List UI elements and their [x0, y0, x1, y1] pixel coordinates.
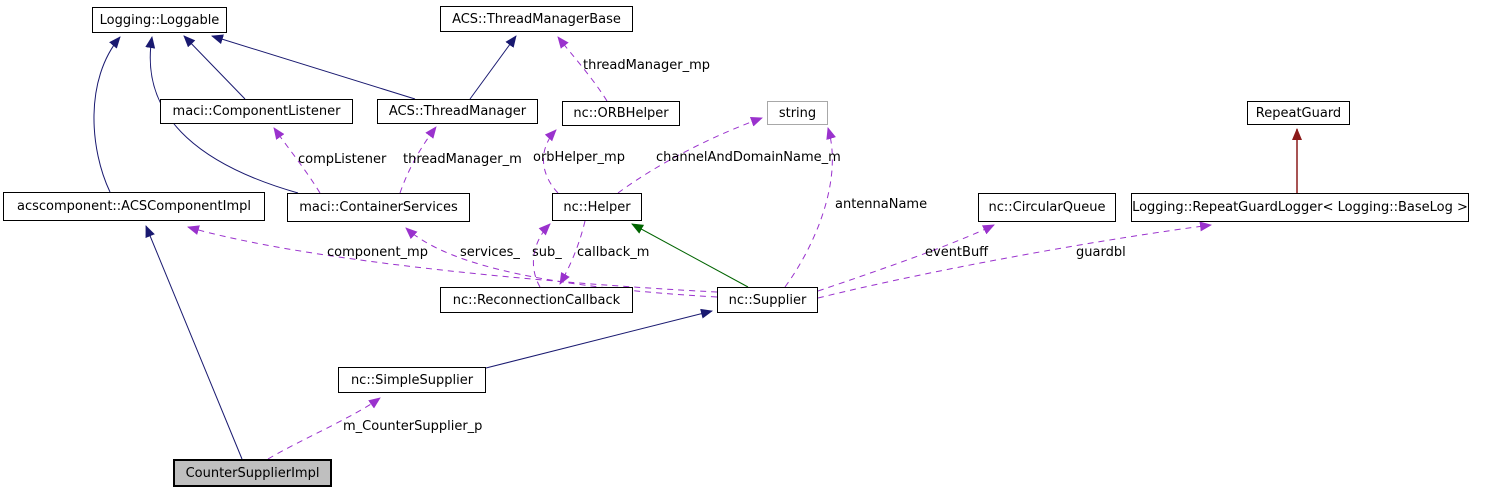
- node-countersupplierimpl: CounterSupplierImpl: [173, 459, 332, 487]
- edge-label-guardbl: guardbl: [1076, 245, 1126, 260]
- edge-callback_m: [559, 220, 586, 285]
- edge-containerservices-loggable: [145, 36, 299, 194]
- edge-label-callback_m: callback_m: [577, 245, 650, 260]
- edge-services_: [405, 227, 718, 298]
- node-nc-supplier[interactable]: nc::Supplier: [717, 287, 818, 313]
- edge-component_mp: [187, 225, 718, 293]
- node-acs-threadmanager[interactable]: ACS::ThreadManager: [377, 99, 538, 124]
- edge-label-services_: services_: [460, 245, 520, 260]
- edge-label-threadmanager_m: threadManager_m: [403, 152, 522, 167]
- node-repeatguard[interactable]: RepeatGuard: [1247, 101, 1350, 125]
- node-nc-reconnectioncallback[interactable]: nc::ReconnectionCallback: [440, 287, 633, 313]
- edge-label-complistener: compListener: [298, 152, 387, 167]
- edge-simplesupplier-supplier: [485, 308, 713, 369]
- node-maci-containerservices[interactable]: maci::ContainerServices: [287, 193, 470, 222]
- edge-eventbuff: [817, 224, 995, 292]
- edge-label-threadmanager_mp: threadManager_mp: [583, 58, 711, 73]
- edge-label-orbhelper_mp: orbHelper_mp: [533, 150, 625, 165]
- node-nc-orbhelper[interactable]: nc::ORBHelper: [562, 101, 680, 126]
- edge-sub_: [532, 223, 551, 288]
- edge-threadmanager-loggable: [211, 34, 416, 100]
- edge-threadmanager_m: [399, 126, 437, 194]
- node-string: string: [767, 101, 828, 125]
- edge-guardbl: [817, 221, 1212, 299]
- edge-label-sub_: sub_: [532, 245, 562, 260]
- edge-acscomponentimpl-loggable: [93, 36, 121, 193]
- edge-label-component_mp: component_mp: [327, 245, 428, 260]
- node-nc-simplesupplier[interactable]: nc::SimpleSupplier: [338, 367, 486, 393]
- edge-label-eventbuff: eventBuff: [925, 245, 989, 260]
- node-logging-repeatguardlogger[interactable]: Logging::RepeatGuardLogger< Logging::Bas…: [1131, 193, 1469, 222]
- node-logging-loggable[interactable]: Logging::Loggable: [92, 7, 227, 33]
- edge-label-channelanddomainname_m: channelAndDomainName_m: [656, 150, 841, 165]
- node-acs-threadmanagerbase[interactable]: ACS::ThreadManagerBase: [440, 6, 633, 32]
- node-maci-componentlistener[interactable]: maci::ComponentListener: [160, 99, 353, 124]
- node-nc-helper[interactable]: nc::Helper: [552, 193, 642, 221]
- edge-componentlistener-loggable: [183, 35, 246, 100]
- edge-supplier-helper: [631, 223, 749, 288]
- edge-label-m_countersupplier_p: m_CounterSupplier_p: [343, 419, 483, 434]
- edge-threadmanager-threadmanagerbase: [469, 35, 517, 100]
- edge-countersupplierimpl-acscomponentimpl: [145, 225, 243, 460]
- node-nc-circularqueue[interactable]: nc::CircularQueue: [978, 193, 1116, 222]
- node-acscomponent-acscomponentimpl[interactable]: acscomponent::ACSComponentImpl: [3, 192, 265, 221]
- edge-m_countersupplier_p: [267, 397, 381, 460]
- edge-channelanddomainname_m: [617, 117, 763, 194]
- edge-label-antennaname: antennaName: [835, 197, 928, 212]
- edge-orbhelper_mp: [543, 129, 559, 194]
